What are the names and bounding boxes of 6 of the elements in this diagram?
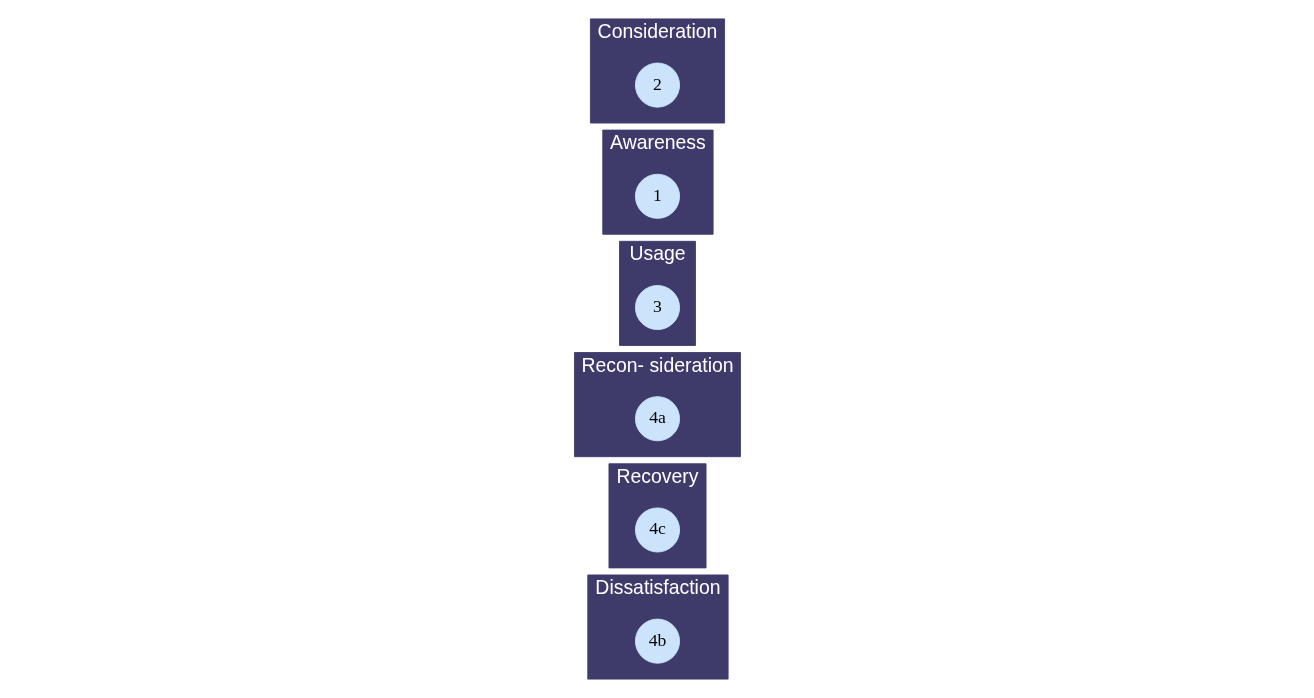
node-circle: 4a xyxy=(634,396,680,442)
node-circle: 1 xyxy=(634,173,680,219)
node-circle: 4b xyxy=(634,618,680,664)
node-circle: 3 xyxy=(634,285,680,330)
node-circle: 4c xyxy=(634,507,680,553)
node-circle: 2 xyxy=(634,62,680,108)
